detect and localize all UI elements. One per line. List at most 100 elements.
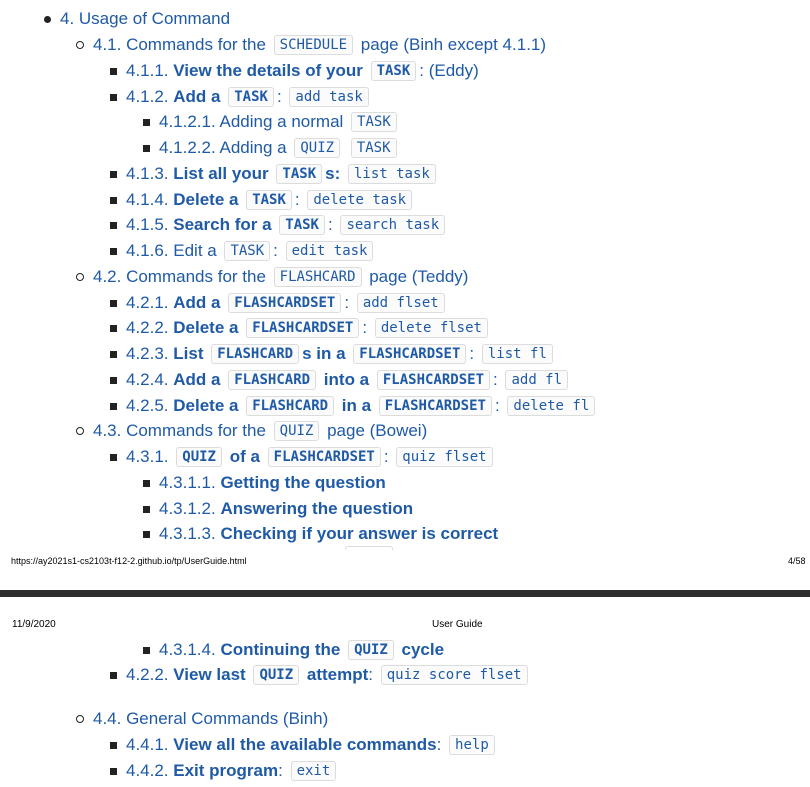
list-bullet bbox=[110, 671, 117, 679]
toc-entry-level-3[interactable]: 4.2.5. Delete a FLASHCARD in a FLASHCARD… bbox=[110, 394, 598, 418]
toc-entry-text: Answering the question bbox=[220, 499, 414, 518]
toc-entry-text bbox=[343, 138, 348, 158]
list-bullet bbox=[110, 741, 117, 749]
inline-code: delete flset bbox=[374, 318, 488, 338]
toc-entry-text: attempt bbox=[302, 665, 369, 684]
toc-entry-text: Add a bbox=[173, 293, 226, 312]
toc-entry-level-3[interactable]: 4.2.4. Add a FLASHCARD into a FLASHCARDS… bbox=[110, 368, 571, 392]
toc-entry-text: 4.2.4. bbox=[126, 370, 174, 389]
list-bullet bbox=[143, 530, 150, 538]
toc-entry-text: : bbox=[273, 241, 283, 260]
list-bullet bbox=[44, 15, 51, 23]
toc-entry-text: 4.3.1.2. bbox=[159, 499, 221, 518]
inline-code: quiz flset bbox=[396, 447, 493, 467]
toc-entry-text: : bbox=[327, 215, 338, 234]
print-page-2 bbox=[0, 597, 810, 787]
list-bullet bbox=[110, 93, 117, 101]
toc-entry-level-4[interactable]: 4.3.1.4. Continuing the QUIZ cycle bbox=[143, 638, 444, 662]
toc-entry-text bbox=[340, 164, 345, 184]
toc-entry-level-2[interactable]: 4.2. Commands for the FLASHCARD page (Te… bbox=[76, 265, 468, 289]
inline-code: FLASHCARDSET bbox=[378, 396, 492, 416]
list-bullet bbox=[143, 646, 150, 654]
toc-entry-text: 4.1.1. bbox=[126, 61, 174, 80]
toc-entry-text: Getting the question bbox=[220, 473, 386, 492]
toc-entry-text: 4. Usage of Command bbox=[60, 9, 231, 28]
toc-entry-level-4[interactable]: 4.1.2.2. Adding a QUIZ TASK bbox=[143, 136, 400, 160]
toc-entry-level-4[interactable]: 4.3.1.2. Answering the question bbox=[143, 497, 413, 521]
toc-entry-level-3[interactable]: 4.1.2. Add a TASK: add task bbox=[110, 85, 372, 109]
toc-entry-level-2[interactable]: 4.4. General Commands (Binh) bbox=[76, 707, 328, 731]
inline-code: TASK bbox=[228, 87, 274, 107]
toc-entry-text: cycle bbox=[396, 640, 445, 659]
toc-entry-level-4[interactable]: 4.3.1.3. Checking if your answer is corr… bbox=[143, 522, 498, 546]
toc-entry-text: 4.2.3. bbox=[126, 344, 174, 363]
print-footer-url: https://ay2021s1-cs2103t-f12-2.github.io… bbox=[11, 556, 247, 566]
inline-code: QUIZ bbox=[294, 138, 341, 158]
inline-code: QUIZ bbox=[253, 665, 300, 685]
inline-code: quiz score flset bbox=[380, 665, 528, 685]
toc-entry-text: Add a bbox=[173, 370, 226, 389]
inline-code: add fl bbox=[505, 370, 569, 390]
toc-entry-text: 4.3.1.4. bbox=[159, 640, 221, 659]
toc-entry-text: Exit program bbox=[173, 761, 279, 780]
toc-entry-text: Add a bbox=[173, 87, 226, 106]
inline-code: add flset bbox=[356, 293, 445, 313]
toc-entry-text: Continuing the bbox=[220, 640, 346, 659]
toc-entry-text: in a bbox=[337, 396, 376, 415]
toc-entry-level-2[interactable]: 4.3. Commands for the QUIZ page (Bowei) bbox=[76, 419, 427, 443]
toc-entry-text: : bbox=[436, 735, 447, 754]
print-page-1 bbox=[0, 0, 810, 570]
inline-code: TASK bbox=[246, 190, 292, 210]
toc-entry-level-3[interactable]: 4.3.1. QUIZ of a FLASHCARDSET: quiz flse… bbox=[110, 445, 496, 469]
toc-entry-text: into a bbox=[319, 370, 374, 389]
toc-entry-text: View last bbox=[173, 665, 251, 684]
toc-entry-level-3[interactable]: 4.4.2. Exit program: exit bbox=[110, 759, 339, 783]
toc-entry-level-3[interactable]: 4.1.4. Delete a TASK: delete task bbox=[110, 188, 415, 212]
clipped-code-box bbox=[345, 546, 393, 550]
toc-entry-level-3[interactable]: 4.4.1. View all the available commands: … bbox=[110, 733, 498, 757]
toc-entry-text: : bbox=[278, 761, 288, 780]
inline-code: FLASHCARDSET bbox=[376, 370, 491, 390]
list-bullet bbox=[143, 144, 150, 152]
toc-entry-level-3[interactable]: 4.2.2. View last QUIZ attempt: quiz scor… bbox=[110, 663, 531, 687]
toc-entry-text: : bbox=[383, 447, 394, 466]
print-header-title: User Guide bbox=[432, 619, 483, 630]
toc-entry-text: 4.4.2. bbox=[126, 761, 174, 780]
list-bullet bbox=[110, 299, 117, 307]
inline-code: list task bbox=[347, 164, 436, 184]
toc-entry-level-3[interactable]: 4.1.6. Edit a TASK: edit task bbox=[110, 239, 376, 263]
toc-entry-text: 4.2.1. bbox=[126, 293, 174, 312]
list-bullet bbox=[110, 767, 117, 775]
inline-code: search task bbox=[340, 215, 446, 235]
toc-entry-level-3[interactable]: 4.2.1. Add a FLASHCARDSET: add flset bbox=[110, 291, 448, 315]
list-bullet bbox=[143, 479, 150, 487]
toc-entry-level-4[interactable]: 4.3.1.1. Getting the question bbox=[143, 471, 386, 495]
list-bullet bbox=[110, 453, 117, 461]
toc-entry-level-3[interactable]: 4.1.5. Search for a TASK: search task bbox=[110, 213, 448, 237]
toc-entry-level-3[interactable]: 4.1.1. View the details of your TASK: (E… bbox=[110, 59, 479, 83]
inline-code: FLASHCARD bbox=[273, 267, 362, 287]
toc-entry-text: : bbox=[294, 190, 305, 209]
toc-entry-level-1[interactable]: 4. Usage of Command bbox=[44, 7, 230, 31]
toc-entry-text: 4.3.1.3. bbox=[159, 524, 221, 543]
toc-entry-text: View all the available commands bbox=[173, 735, 437, 754]
list-bullet bbox=[110, 67, 117, 75]
toc-entry-text: Delete a bbox=[173, 318, 244, 337]
toc-entry-text: 4.1.2.1. Adding a normal bbox=[159, 112, 349, 131]
toc-entry-level-3[interactable]: 4.2.2. Delete a FLASHCARDSET: delete fls… bbox=[110, 316, 491, 340]
list-bullet bbox=[76, 715, 84, 723]
toc-entry-text: Delete a bbox=[173, 190, 244, 209]
toc-entry-text: s: bbox=[325, 164, 341, 183]
toc-entry-level-2[interactable]: 4.1. Commands for the SCHEDULE page (Bin… bbox=[76, 33, 546, 57]
inline-code: FLASHCARDSET bbox=[267, 447, 381, 467]
toc-entry-text: of a bbox=[224, 447, 265, 466]
inline-code: FLASHCARDSET bbox=[353, 344, 467, 364]
print-header-date: 11/9/2020 bbox=[12, 619, 56, 630]
list-bullet bbox=[110, 350, 117, 358]
toc-entry-level-4[interactable]: 4.1.2.1. Adding a normal TASK bbox=[143, 110, 400, 134]
toc-entry-text: page (Teddy) bbox=[364, 267, 469, 286]
inline-code: TASK bbox=[276, 164, 323, 184]
inline-code: add task bbox=[289, 87, 369, 107]
